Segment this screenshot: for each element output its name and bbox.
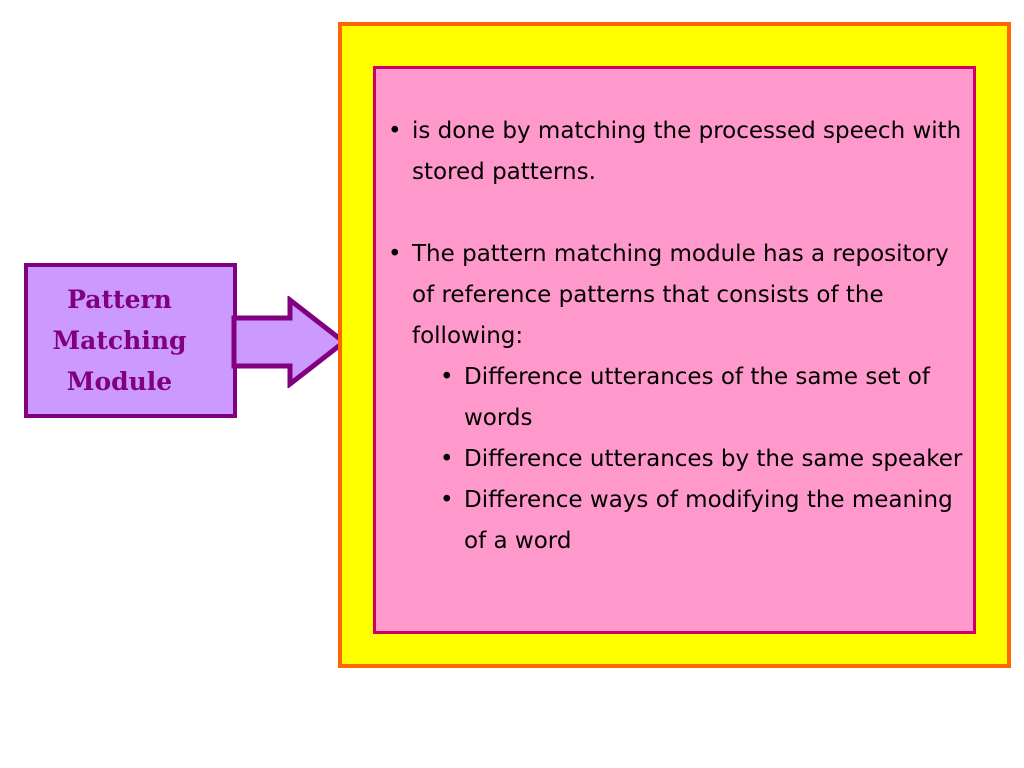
content-panel: • is done by matching the processed spee… <box>373 66 976 634</box>
sub-bullet-item: • Difference ways of modifying the meani… <box>440 480 968 562</box>
bullet-item: • The pattern matching module has a repo… <box>388 234 968 357</box>
sub-bullet-text: Difference ways of modifying the meaning… <box>464 487 953 554</box>
sub-bullet-item: • Difference utterances of the same set … <box>440 357 968 439</box>
bullet-marker: • <box>388 118 402 144</box>
sub-bullet-text: Difference utterances by the same speake… <box>464 446 963 472</box>
bullet-text: is done by matching the processed speech… <box>412 118 962 185</box>
bullet-text: The pattern matching module has a reposi… <box>412 241 949 349</box>
sub-bullet-text: Difference utterances of the same set of… <box>464 364 930 431</box>
sub-bullet-item: • Difference utterances by the same spea… <box>440 439 968 480</box>
bullet-marker: • <box>388 241 402 267</box>
sub-bullet-marker: • <box>440 446 454 472</box>
bullet-item: • is done by matching the processed spee… <box>388 111 968 193</box>
module-title: Pattern Matching Module <box>52 285 187 396</box>
bullet-list: • is done by matching the processed spee… <box>388 111 968 562</box>
right-arrow-icon <box>231 296 349 388</box>
pattern-matching-module-box: Pattern Matching Module <box>24 263 237 418</box>
arrow-shape <box>231 296 349 388</box>
sub-bullet-marker: • <box>440 364 454 390</box>
sub-bullet-marker: • <box>440 487 454 513</box>
